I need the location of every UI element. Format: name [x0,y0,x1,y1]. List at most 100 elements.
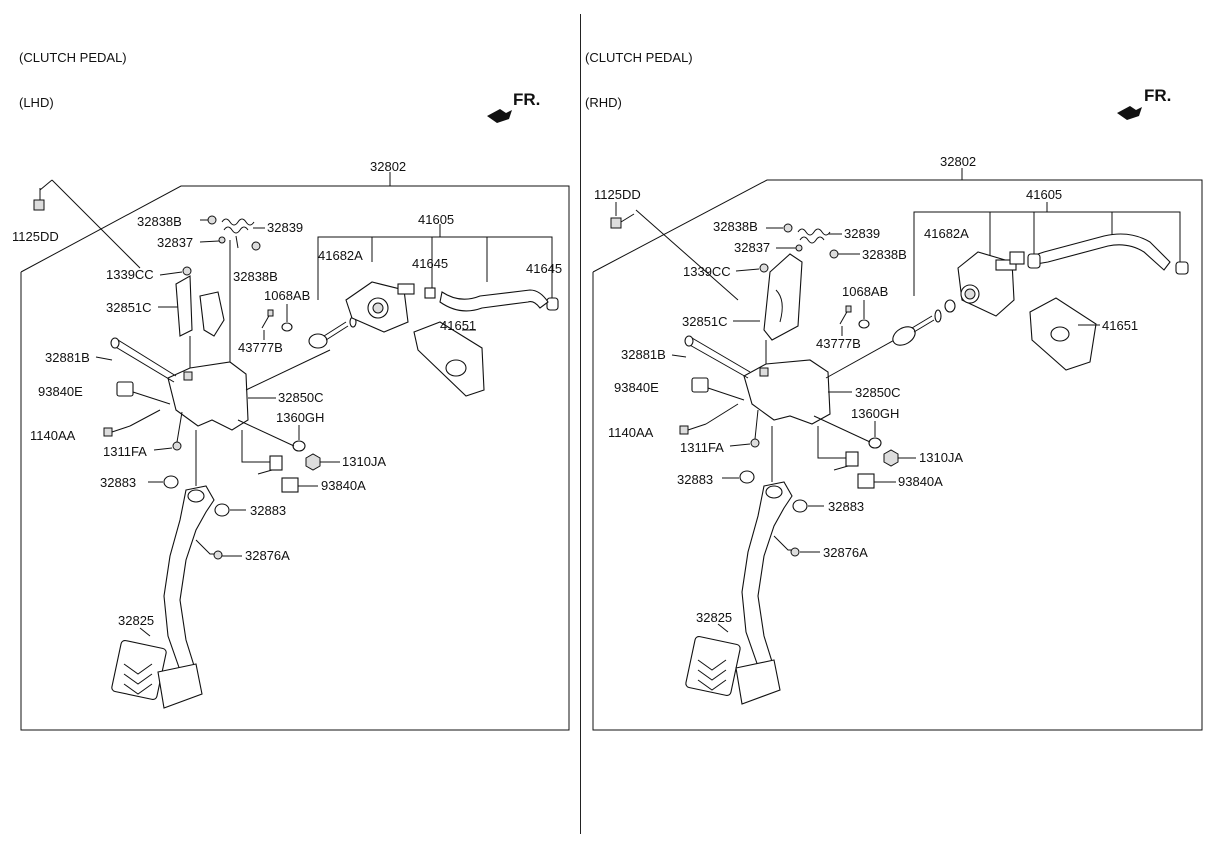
rhd-switch-a-icon [833,451,875,489]
rhd-title-line2: (RHD) [585,95,622,110]
rhd-nut-1311-icon [750,438,760,448]
lhd-label-1360GH: 1360GH [276,410,324,425]
rhd-label-32839: 32839 [844,226,880,241]
lhd-washer-icon [281,322,293,332]
rhd-switch-e-icon [691,377,709,393]
lhd-label-1310JA: 1310JA [342,454,386,469]
lhd-label-1068AB: 1068AB [264,288,310,303]
lhd-label-32837: 32837 [157,235,193,250]
rhd-clamp-b-icon [1175,261,1189,275]
lhd-assembly-frame [20,185,570,731]
rhd-assembly-frame [592,179,1203,731]
rhd-spring-nut-b-icon [829,249,839,259]
rhd-label-1140AA: 1140AA [608,425,654,440]
lhd-bushing-1360-icon [292,440,306,452]
lhd-bushing-right-icon [214,503,230,517]
rhd-label-32876A: 32876A [823,545,868,560]
lhd-label-32850C: 32850C [278,390,324,405]
lhd-front-label: FR. [513,90,540,109]
lhd-label-41645-b: 41645 [526,261,562,276]
lhd-label-32883-right: 32883 [250,503,286,518]
lhd-clip-icon [218,236,226,244]
lhd-bolt-icon [33,188,45,211]
rhd-label-1310JA: 1310JA [919,450,963,465]
lhd-push-rod-icon [308,316,357,349]
rhd-pedal-member-icon [743,340,831,425]
rhd-bracket-icon [763,253,803,341]
rhd-label-1125DD: 1125DD [594,187,641,202]
lhd-pin-43777-icon [261,309,274,329]
rhd-front-label: FR. [1144,86,1171,105]
lhd-clutch-pedal-icon [111,430,215,709]
rhd-clutch-pedal-icon [685,426,793,705]
rhd-hose-icon [1031,233,1171,271]
rhd-label-1339CC: 1339CC [683,264,731,279]
lhd-label-41645-a: 41645 [412,256,448,271]
rhd-washer-icon [858,319,870,329]
rhd-label-1360GH: 1360GH [851,406,899,421]
rhd-pin-icon [684,335,751,379]
rhd-label-32825: 32825 [696,610,732,625]
lhd-label-32839: 32839 [267,220,303,235]
rhd-spring-nut-a-icon [783,223,793,233]
rhd-label-32851C: 32851C [682,314,728,329]
lhd-label-41651: 41651 [440,318,476,333]
lhd-nut-1310-icon [305,453,321,471]
lhd-spring-nut-b-icon [251,241,261,251]
lhd-label-32851C: 32851C [106,300,152,315]
rhd-label-32883-left: 32883 [677,472,713,487]
rhd-nut-32876-icon [790,547,800,557]
rhd-label-93840E: 93840E [614,380,659,395]
rhd-label-41651: 41651 [1102,318,1138,333]
rhd-label-32883-right: 32883 [828,499,864,514]
lhd-switch-e-icon [116,381,134,397]
lhd-label-41682A: 41682A [318,248,363,263]
lhd-label-43777B: 43777B [238,340,283,355]
rhd-front-arrow-icon [1117,106,1142,120]
rhd-bolt-1140-icon [679,423,707,435]
rhd-panel: FR. 32802 1125DD 32838B 32837 32839 3283… [592,86,1203,731]
lhd-label-32838B-b: 32838B [233,269,278,284]
rhd-label-32802: 32802 [940,154,976,169]
lhd-bracket-icon [175,275,193,337]
lhd-hose-icon [439,289,549,312]
rhd-label-41605: 41605 [1026,187,1062,202]
lhd-label-32881B: 32881B [45,350,90,365]
lhd-switch-a-icon [257,455,299,493]
rhd-label-41682A: 41682A [924,226,969,241]
lhd-pedal-member-icon [167,240,249,431]
lhd-spring-nut-a-icon [207,215,217,225]
rhd-push-rod-icon [892,309,942,346]
rhd-clip-icon [795,244,803,252]
rhd-label-32881B: 32881B [621,347,666,362]
lhd-panel: FR. 32802 1125DD 32838B 32837 32839 3283… [12,90,570,731]
rhd-bushing-1360-icon [868,437,882,449]
rhd-return-spring-icon [797,228,831,244]
rhd-label-32850C: 32850C [855,385,901,400]
rhd-label-32838B-b: 32838B [862,247,907,262]
lhd-label-1339CC: 1339CC [106,267,154,282]
lhd-nut-1339-icon [182,266,192,276]
lhd-return-spring-icon [221,218,255,249]
rhd-bushing-right-icon [792,499,808,513]
lhd-front-arrow-icon [487,109,512,123]
rhd-title-line1: (CLUTCH PEDAL) [585,50,693,65]
rhd-label-32837: 32837 [734,240,770,255]
lhd-clamp-a-icon [424,287,436,299]
rhd-nut-1339-icon [759,263,769,273]
rhd-gasket-icon [1029,297,1097,371]
rhd-clamp-a-icon [1027,253,1041,269]
lhd-label-1311FA: 1311FA [103,444,147,459]
rhd-label-32838B-a: 32838B [713,219,758,234]
lhd-label-93840E: 93840E [38,384,83,399]
rhd-bushing-left-icon [739,470,755,484]
lhd-label-93840A: 93840A [321,478,366,493]
rhd-label-1068AB: 1068AB [842,284,888,299]
lhd-title-line1: (CLUTCH PEDAL) [19,50,127,65]
rhd-master-cylinder-icon [957,251,1025,317]
lhd-label-41605: 41605 [418,212,454,227]
rhd-title: (CLUTCH PEDAL) (RHD) [585,20,693,125]
rhd-label-93840A: 93840A [898,474,943,489]
rhd-label-1311FA: 1311FA [680,440,724,455]
lhd-nut-1311-icon [172,441,182,451]
